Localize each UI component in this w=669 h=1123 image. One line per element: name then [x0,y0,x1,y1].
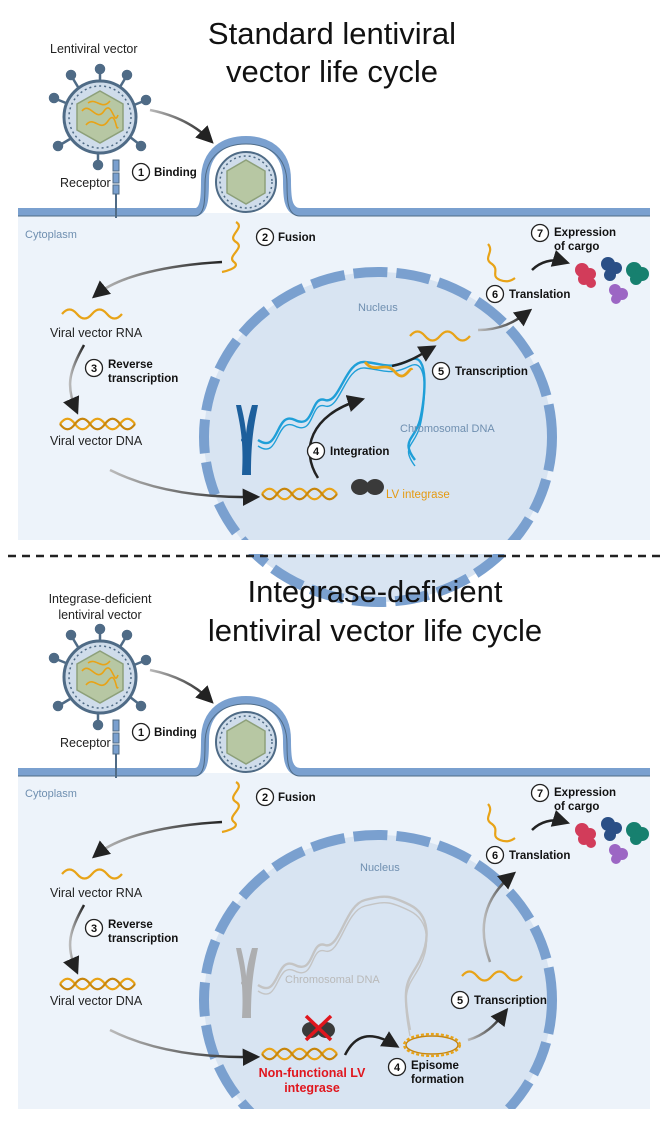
chromosome-icon-grey [236,948,258,1018]
fusing-virus-icon [215,151,277,213]
b-step7-line2: of cargo [554,801,599,813]
released-rna-icon-bottom [221,781,240,834]
arrow-integration [308,395,366,479]
arrow-reverse-transcription-bottom [63,904,86,975]
arrow-translation-bottom [531,810,571,831]
title-bottom-line2: lentiviral vector life cycle [208,613,542,648]
arrow-to-rna [91,260,223,299]
arrow-transcription-bottom [467,1007,509,1042]
nucleus-envelope-bottom [199,830,557,1123]
arrow-to-fusion-bottom [149,668,214,704]
nucleus-label-bottom: Nucleus [360,862,400,874]
b-step4-number: 4 [394,1062,401,1074]
b-step4-line2: formation [411,1074,464,1086]
arrow-to-rna-bottom [91,820,223,859]
step3-line1: Reverse [108,359,153,371]
step2-label: Fusion [278,232,316,244]
step7-number: 7 [537,228,543,240]
panel-standard: Standard lentiviral vector life cycle Le… [18,16,658,607]
step3-line2: transcription [108,373,178,385]
cytoplasm-mrna-icon [487,243,516,283]
episome-icon [402,1032,462,1058]
arrow-export-bottom [482,871,517,963]
step3-number: 3 [91,363,97,375]
arrow-export [477,308,533,332]
viral-dna-label: Viral vector DNA [50,434,143,448]
b-step1-label: Binding [154,727,197,739]
b-step5-label: Transcription [474,995,547,1007]
receptor-label-bottom: Receptor [60,736,111,750]
receptor-label: Receptor [60,176,111,190]
chromosomal-dna-strand-grey [257,895,428,1031]
nonfunctional-integrase-icon [302,1014,335,1042]
step5-label: Transcription [455,366,528,378]
step7-line1: Expression [554,227,616,239]
nonfunctional-integrase-line1: Non-functional LV [259,1066,366,1080]
b-step3-line1: Reverse [108,919,153,931]
b-step3-line2: transcription [108,933,178,945]
chromosomal-dna-label: Chromosomal DNA [400,423,495,435]
step5-number: 5 [438,366,444,378]
chromosomal-dna-label-bottom: Chromosomal DNA [285,974,380,986]
b-step7-number: 7 [537,788,543,800]
panel-integrase-deficient: Integrase-deficient lentiviral vector li… [18,574,658,1123]
viral-rna-label-bottom: Viral vector RNA [50,886,143,900]
b-step7-line1: Expression [554,787,616,799]
step7-line2: of cargo [554,241,599,253]
cytoplasm-mrna-icon-bottom [487,803,516,843]
nonfunctional-integrase-line2: integrase [284,1081,340,1095]
nucleus-label: Nucleus [358,302,398,314]
step1-number: 1 [138,167,144,179]
b-step5-number: 5 [457,995,463,1007]
arrow-dna-to-nucleus-bottom [109,1028,261,1066]
step4-number: 4 [313,446,320,458]
lv-integrase-label: LV integrase [386,489,450,501]
b-step2-label: Fusion [278,792,316,804]
b-step2-number: 2 [262,792,268,804]
lentiviral-vector-label: Lentiviral vector [50,42,138,56]
arrow-reverse-transcription [63,344,86,415]
arrow-transcription [391,345,437,368]
arrow-dna-to-nucleus [109,468,261,506]
released-rna-icon [221,221,240,274]
cytoplasm-label: Cytoplasm [25,229,77,241]
step6-label: Translation [509,289,570,301]
arrow-episome [343,1031,400,1056]
b-step6-number: 6 [492,850,498,862]
lentiviral-vector-icon [48,63,152,171]
viral-rna-label: Viral vector RNA [50,326,143,340]
step1-label: Binding [154,167,197,179]
nucleus-envelope [199,267,557,607]
id-vector-label-line1: Integrase-deficient [49,592,152,606]
chromosome-icon [236,405,258,475]
title-top-line2: vector life cycle [226,54,438,89]
step2-number: 2 [262,232,268,244]
b-step1-number: 1 [138,727,144,739]
arrow-to-fusion [149,108,214,144]
viral-dna-label-bottom: Viral vector DNA [50,994,143,1008]
b-step6-label: Translation [509,850,570,862]
title-bottom-line1: Integrase-deficient [247,574,502,609]
cytoplasm-label-bottom: Cytoplasm [25,788,77,800]
step6-number: 6 [492,289,498,301]
id-vector-label-line2: lentiviral vector [58,608,141,622]
b-step4-line1: Episome [411,1060,459,1072]
step4-label: Integration [330,446,389,458]
chromosomal-dna-strand [257,357,426,461]
title-top-line1: Standard lentiviral [208,16,456,51]
id-vector-icon [48,623,152,731]
lv-integrase-icon [351,479,384,495]
b-step3-number: 3 [91,923,97,935]
fusing-virus-icon-bottom [215,711,277,773]
arrow-translation [531,250,571,271]
